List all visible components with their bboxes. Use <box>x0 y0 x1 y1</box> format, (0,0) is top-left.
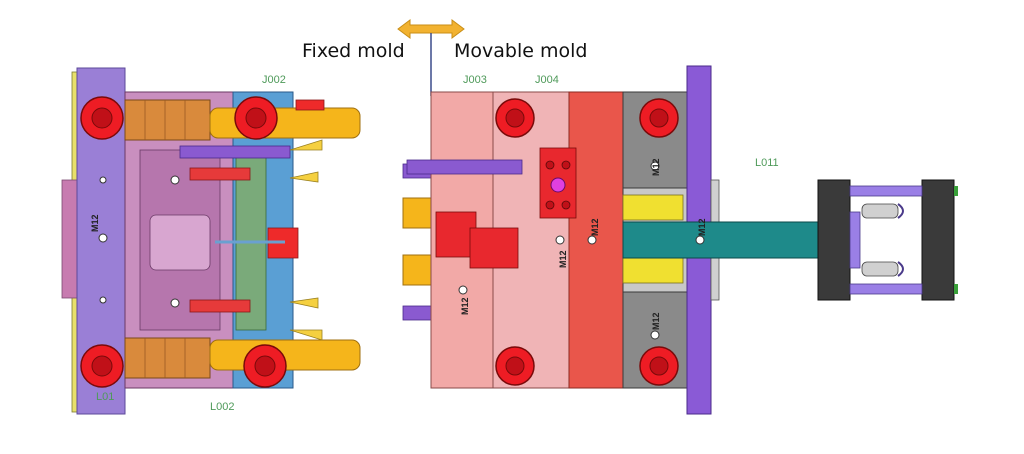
bolt-mark-label: M12 <box>651 158 661 176</box>
fixed-mold-assembly <box>61 67 361 415</box>
motion-arrow-icon <box>397 19 465 96</box>
bolt-icon <box>234 96 278 140</box>
tag-j002: J002 <box>262 74 286 86</box>
cylinder-assembly <box>817 179 958 301</box>
movable-screw-marks: M12 M12 M12 M12 M12 M12 <box>458 158 707 340</box>
tag-l001: L01 <box>96 391 114 403</box>
tag-l002: L002 <box>210 401 234 413</box>
tag-l011: L011 <box>755 157 779 169</box>
bolt-mark-label: M12 <box>697 218 707 236</box>
tag-j004: J004 <box>535 74 559 86</box>
bolt-mark-label: M12 <box>90 214 100 232</box>
movable-bolt-group <box>495 98 679 386</box>
movable-mold-assembly <box>402 65 824 415</box>
purple-bar <box>179 145 291 159</box>
ejector-rod <box>622 221 824 259</box>
bolt-mark-label: M12 <box>460 297 470 315</box>
tag-j003: J003 <box>463 74 487 86</box>
bolt-icon <box>80 344 124 388</box>
spring-top <box>124 99 211 141</box>
fixed-mold-label: Fixed mold <box>302 40 405 62</box>
fixed-bolt-group <box>80 96 287 388</box>
bolt-icon <box>243 344 287 388</box>
fixed-screw-marks: M12 <box>90 175 180 308</box>
bolt-mark-label: M12 <box>651 312 661 330</box>
bolt-icon <box>495 98 535 138</box>
spring-bottom <box>124 337 211 379</box>
bolt-icon <box>80 96 124 140</box>
bolt-mark-label: M12 <box>590 218 600 236</box>
movable-mold-label: Movable mold <box>454 40 588 62</box>
guide-pin-top <box>209 107 361 139</box>
bolt-icon <box>639 98 679 138</box>
bolt-icon <box>639 346 679 386</box>
cylinder-right-block <box>921 179 955 301</box>
bolt-mark-label: M12 <box>558 250 568 268</box>
cylinder-left-block <box>817 179 851 301</box>
bolt-icon <box>495 346 535 386</box>
